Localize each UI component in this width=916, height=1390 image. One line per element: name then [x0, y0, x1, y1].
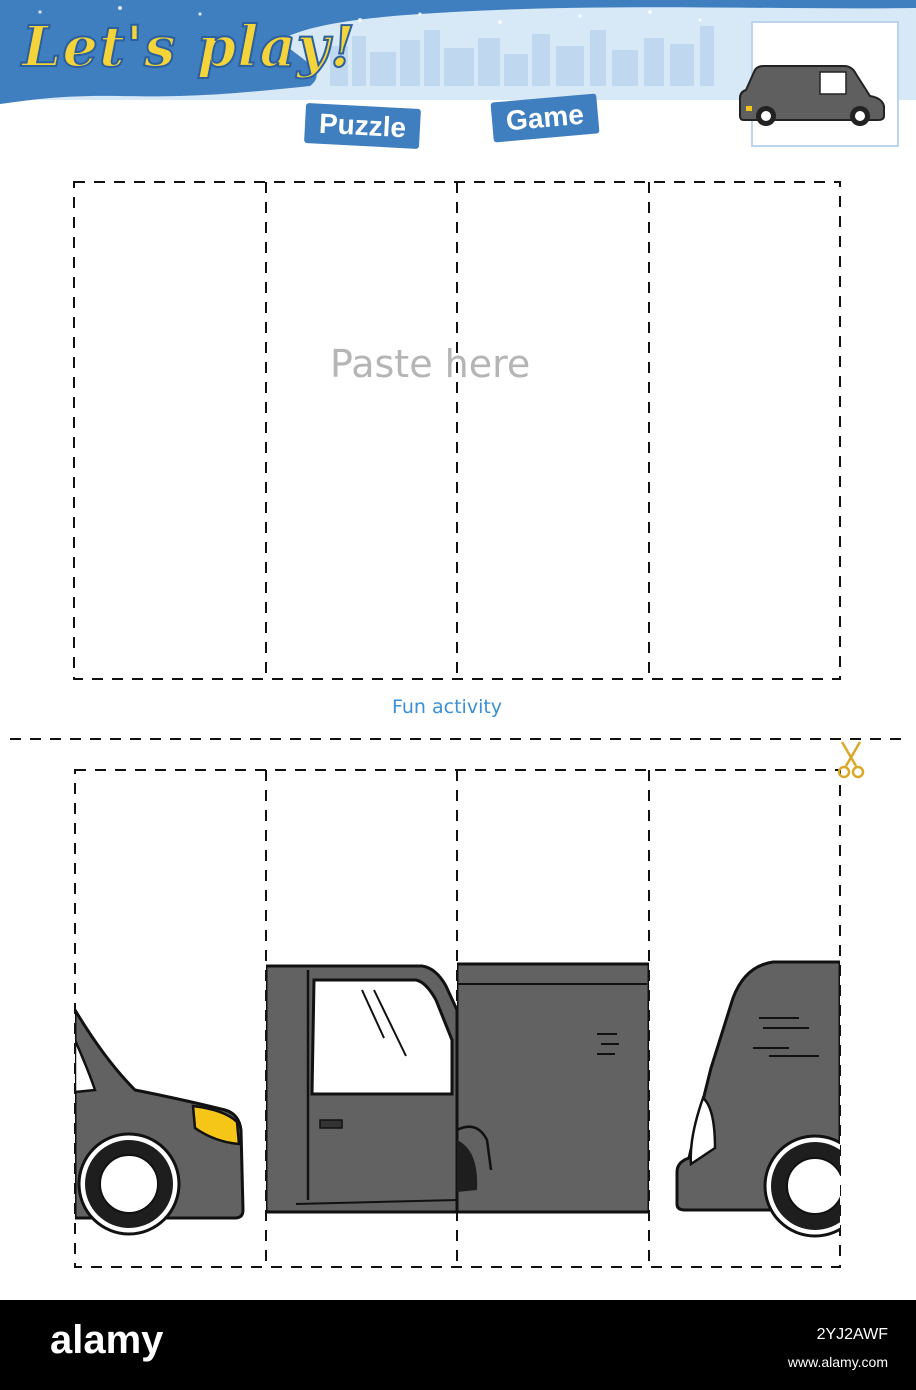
fun-activity-label: Fun activity: [392, 696, 503, 718]
puzzle-piece-3[interactable]: [457, 960, 649, 1230]
puzzle-piece-2[interactable]: [266, 960, 457, 1220]
alamy-logo: alamy: [50, 1318, 164, 1362]
footer-bar: [0, 1300, 916, 1390]
site-url: www.alamy.com: [787, 1354, 888, 1370]
image-id: 2YJ2AWF: [816, 1326, 888, 1343]
page-title: Let's play!: [21, 13, 356, 81]
van-preview: [739, 65, 885, 126]
paste-here-label: Paste here: [330, 342, 531, 386]
puzzle-piece-1[interactable]: [75, 1000, 266, 1240]
footer-info: 2YJ2AWF www.alamy.com: [788, 1326, 888, 1370]
puzzle-piece-4[interactable]: [649, 958, 840, 1248]
header-banner: [0, 0, 916, 147]
scissors-icon: [837, 741, 865, 779]
